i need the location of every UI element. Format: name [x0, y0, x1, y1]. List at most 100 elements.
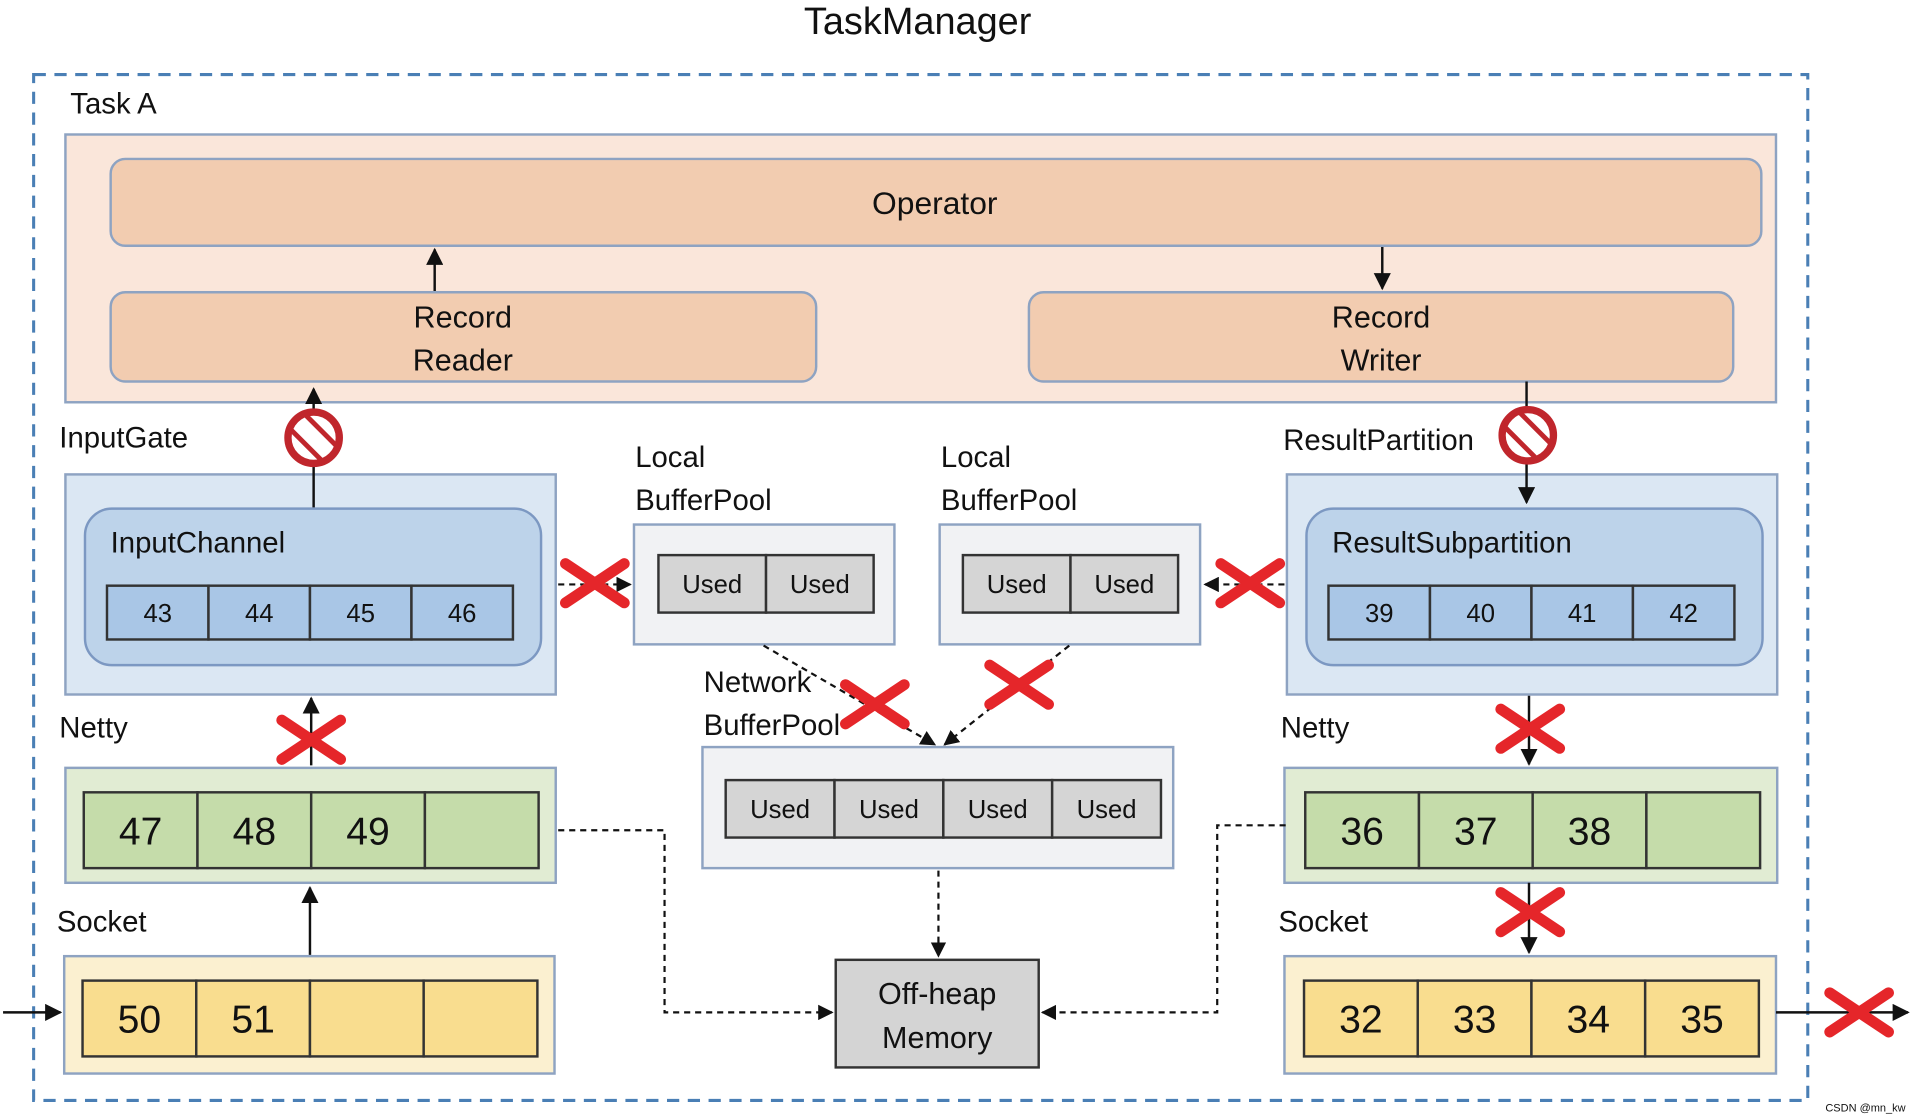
netty-left-to-input-red-cross-icon	[276, 714, 347, 765]
blocked-markers	[276, 405, 1894, 1038]
network-pool-slot-cell-label: Used	[750, 796, 810, 824]
operator-label: Operator	[872, 185, 998, 221]
local-pool-right-slot-cell-label: Used	[1094, 571, 1154, 599]
result-subpartition-buffer-cell-label: 42	[1669, 600, 1698, 628]
result-subpartition-label: ResultSubpartition	[1332, 527, 1572, 560]
result-subpartition-buffer-cell-label: 39	[1365, 600, 1394, 628]
netty-left-buffer-cell-label: 47	[119, 810, 163, 853]
network-pool-slot-cell-label: Used	[968, 796, 1028, 824]
local-pool-right-slot-cell	[1069, 553, 1180, 614]
netty-right-buffer-cell	[1645, 791, 1762, 870]
operator-box	[109, 157, 1763, 247]
local-pool-left-slots: Used Used	[657, 553, 875, 614]
netty-right-buffer-cell-label: 36	[1340, 810, 1384, 853]
result-subpartition-buffer-cell-label: 41	[1568, 600, 1597, 628]
result-subpartition-buffer-cell	[1428, 584, 1533, 641]
writer-to-subpartition-no-entry-icon	[1498, 405, 1558, 465]
outgoing-socket-red-cross-icon	[1824, 987, 1894, 1038]
socket-left-buffer-cell	[422, 979, 539, 1058]
socket-left-label: Socket	[57, 906, 147, 939]
socket-right-buffer-cell-label: 34	[1567, 999, 1611, 1042]
netty-left-buffer-cell	[82, 791, 199, 870]
netty-left-buffer-cell	[423, 791, 540, 870]
input-channel-buffer-cell	[308, 584, 413, 641]
input-to-local-left-red-cross-icon	[560, 558, 630, 609]
local-pool-left-slot-cell-label: Used	[790, 571, 850, 599]
input-channel-buffer-cell-label: 44	[245, 600, 274, 628]
record-reader-box	[109, 291, 818, 383]
input-channel-buffer-cell	[105, 584, 210, 641]
local-pool-right-slots: Used Used	[961, 553, 1180, 614]
record-writer-label-line2: Writer	[1341, 343, 1422, 377]
result-partition-label: ResultPartition	[1283, 424, 1474, 457]
input-channel-buffer-cell-label: 45	[346, 600, 375, 628]
input-channel-to-reader-no-entry-icon	[284, 408, 343, 468]
offheap-label-line1: Off-heap	[878, 977, 996, 1011]
network-pool-label-line1: Network	[704, 666, 812, 699]
network-pool-slot-cell	[1050, 778, 1163, 839]
result-subpartition-buffer-cell	[1327, 584, 1432, 641]
local-pool-right-label-line1: Local	[941, 441, 1011, 474]
netty-left-buffer-cell-label: 48	[233, 810, 277, 853]
netty-left-buffer-cell-label: 49	[346, 810, 390, 853]
task-boundary	[32, 73, 1810, 1102]
network-pool-slot-cell	[942, 778, 1054, 839]
netty-left-buffer-cell	[196, 791, 313, 870]
record-writer-label-line1: Record	[1332, 301, 1430, 335]
network-pool-slot-cell-label: Used	[1077, 796, 1137, 824]
local-pool-left-slot-cell-label: Used	[682, 571, 742, 599]
local-right-to-network-red-cross-icon	[984, 659, 1054, 710]
local-left-to-network-red-cross-icon	[840, 679, 910, 730]
result-subpartition-buffer-cell	[1631, 584, 1736, 641]
result-to-local-right-red-cross-icon	[1215, 558, 1286, 609]
task-label: Task A	[70, 88, 157, 121]
netty-right-to-offheap-arrow-icon	[1040, 824, 1286, 1021]
record-reader-label-line2: Reader	[413, 343, 513, 377]
offheap-label-line2: Memory	[882, 1021, 993, 1055]
socket-left-buffer-cell	[81, 979, 198, 1058]
netty-left-buffers: 47 48 49	[82, 791, 540, 870]
input-channel-buffer-cell-label: 46	[448, 600, 477, 628]
network-pool-slot-cell	[724, 778, 836, 839]
local-pool-left-slot-cell	[657, 553, 768, 614]
netty-left-label: Netty	[59, 711, 128, 744]
socket-right-buffer-cell-label: 35	[1680, 999, 1724, 1042]
network-pool-slots: Used Used Used Used	[724, 778, 1163, 839]
socket-right-label: Socket	[1278, 906, 1368, 939]
socket-left-buffer-cell-label: 51	[231, 999, 275, 1042]
input-gate-label: InputGate	[59, 422, 188, 455]
local-pool-right-label-line2: BufferPool	[941, 484, 1077, 517]
input-channel-buffer-cell	[410, 584, 515, 641]
socket-right-buffer-cell-label: 32	[1339, 999, 1383, 1042]
netty-right-buffer-cell	[1304, 791, 1421, 870]
input-channel-buffer-cell	[207, 584, 312, 641]
socket-right-buffer-cell	[1643, 979, 1761, 1058]
socket-right-buffer-cell	[1530, 979, 1647, 1058]
watermark: CSDN @mn_kw	[1825, 1102, 1905, 1114]
netty-right-label: Netty	[1281, 711, 1350, 744]
netty-left-buffer-cell	[309, 791, 427, 870]
local-pool-left-label-line2: BufferPool	[635, 484, 771, 517]
local-pool-right-slot-cell-label: Used	[987, 571, 1047, 599]
local-pool-right-slot-cell	[961, 553, 1072, 614]
socket-left-buffer-cell	[308, 979, 425, 1058]
network-pool-slot-cell	[833, 778, 945, 839]
network-pool-slot-cell-label: Used	[859, 796, 919, 824]
netty-right-buffer-cell-label: 37	[1454, 810, 1498, 853]
local-pool-left-slot-cell	[764, 553, 875, 614]
netty-right-to-socket-red-cross-icon	[1495, 887, 1566, 938]
input-channel-label: InputChannel	[111, 527, 285, 560]
record-writer-box	[1027, 291, 1735, 383]
record-reader-label-line1: Record	[414, 301, 512, 335]
local-pool-left-label-line1: Local	[635, 441, 705, 474]
socket-right-buffer-cell-label: 33	[1453, 999, 1497, 1042]
result-to-netty-right-red-cross-icon	[1495, 703, 1566, 754]
network-pool-label-line2: BufferPool	[704, 709, 840, 742]
socket-right-buffers: 32 33 34 35	[1302, 979, 1761, 1058]
